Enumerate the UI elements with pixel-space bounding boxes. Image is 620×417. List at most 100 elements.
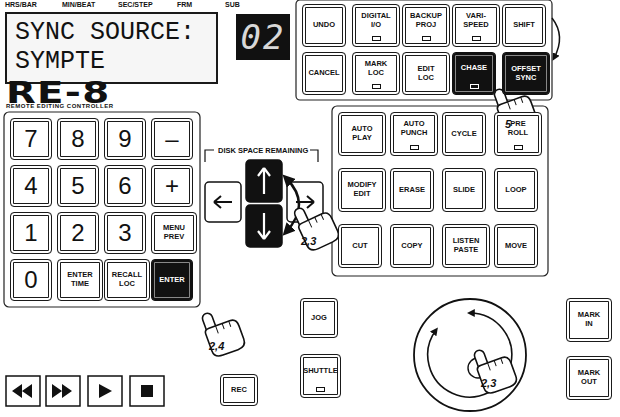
button-label: RECALL LOC: [105, 271, 149, 288]
button-label: EDIT LOC: [403, 65, 449, 82]
button-label: SHUTTLE: [303, 367, 338, 376]
button-label: CANCEL: [308, 69, 339, 78]
header-label: MIN/BEAT: [62, 1, 95, 8]
shuttle-button: SHUTTLE: [300, 354, 341, 398]
keypad-key: 0: [10, 259, 52, 301]
edit-button: COPY: [390, 224, 434, 268]
button-label: LISTEN PASTE: [443, 237, 489, 254]
callout-number: 2,3: [301, 236, 316, 247]
header-label: SUB: [225, 1, 240, 8]
edit-button: CUT: [338, 224, 382, 268]
button-label: 4: [24, 172, 37, 200]
button-label: 9: [118, 125, 131, 153]
button-label: JOG: [311, 314, 327, 323]
led-indicator: [372, 84, 381, 89]
led-indicator: [410, 145, 419, 150]
button-label: REC: [231, 386, 247, 395]
button-label: SHIFT: [513, 21, 535, 30]
led-indicator: [472, 36, 481, 41]
button-label: DIGITAL I/O: [353, 12, 399, 29]
function-button: CANCEL: [302, 52, 346, 95]
button-label: ERASE: [399, 186, 425, 195]
keypad-key: 9: [104, 118, 146, 160]
button-label: UNDO: [313, 21, 335, 30]
keypad-key: +: [151, 165, 193, 207]
edit-button: SLIDE: [442, 168, 486, 212]
button-label: PRE ROLL: [495, 120, 541, 137]
led-indicator: [372, 36, 381, 41]
header-label: HRS/BAR: [5, 1, 37, 8]
function-button: OFFSET SYNC: [502, 52, 550, 95]
edit-button: LOOP: [494, 168, 538, 212]
button-label: SLIDE: [453, 186, 475, 195]
function-button: MARK LOC: [352, 52, 400, 95]
lcd-display: SYNC SOURCE: SYMPTE: [5, 12, 218, 84]
record-button: REC: [220, 374, 258, 406]
button-label: 2: [71, 219, 84, 247]
led-indicator: [422, 36, 431, 41]
keypad-key: 2: [57, 212, 99, 254]
edit-button: MOVE: [494, 224, 538, 268]
function-button: CHASE: [452, 52, 496, 95]
header-label: SEC/STEP: [118, 1, 153, 8]
button-label: ENTER: [159, 276, 184, 285]
callout-number: 5: [505, 119, 511, 130]
button-label: AUTO PUNCH: [391, 120, 437, 137]
edit-button: ERASE: [390, 168, 434, 212]
button-label: AUTO PLAY: [339, 125, 385, 142]
button-label: 8: [71, 125, 84, 153]
button-label: MARK LOC: [353, 60, 399, 77]
button-label: MOVE: [505, 242, 527, 251]
function-button: DIGITAL I/O: [352, 4, 400, 47]
edit-button: LISTEN PASTE: [442, 224, 490, 268]
keypad-key: 1: [10, 212, 52, 254]
keypad-key: 6: [104, 165, 146, 207]
keypad-key: 3: [104, 212, 146, 254]
keypad-key: RECALL LOC: [104, 259, 150, 301]
button-label: CHASE: [461, 64, 487, 73]
edit-button: CYCLE: [442, 112, 486, 156]
function-button: UNDO: [302, 4, 346, 47]
button-label: 0: [24, 266, 37, 294]
button-label: 5: [71, 172, 84, 200]
edit-button: AUTO PUNCH: [390, 112, 438, 156]
keypad-key: ENTER TIME: [57, 259, 103, 301]
button-label: CUT: [352, 242, 367, 251]
button-label: MENU PREV: [152, 224, 196, 241]
edit-button: MODIFY EDIT: [338, 168, 386, 212]
button-label: 3: [118, 219, 131, 247]
segment-display: 02: [236, 14, 290, 60]
function-button: VARI- SPEED: [452, 4, 500, 47]
button-label: SYNC SOURCE: SYMPTE: [15, 19, 208, 77]
button-label: VARI- SPEED: [453, 12, 499, 29]
mark-button: MARK IN: [566, 298, 612, 342]
button-label: COPY: [401, 242, 422, 251]
section-label: DISK SPACE REMAINING: [216, 146, 310, 155]
header-label: FRM: [177, 1, 192, 8]
button-label: ENTER TIME: [58, 271, 102, 288]
button-label: OFFSET SYNC: [503, 65, 549, 82]
button-label: MODIFY EDIT: [339, 181, 385, 198]
product-subtitle: REMOTE EDITING CONTROLLER: [6, 103, 114, 109]
keypad-key: ENTER: [151, 259, 193, 301]
led-indicator: [470, 84, 479, 89]
button-label: –: [165, 125, 178, 153]
function-button: BACKUP PROJ: [402, 4, 450, 47]
button-label: 7: [24, 125, 37, 153]
keypad-key: 8: [57, 118, 99, 160]
jog-button: JOG: [300, 298, 338, 338]
button-label: MARK IN: [567, 311, 611, 328]
function-button: SHIFT: [502, 4, 546, 47]
callout-number: 2,4: [209, 341, 224, 352]
led-indicator: [514, 145, 523, 150]
edit-button: AUTO PLAY: [338, 112, 386, 156]
keypad-key: MENU PREV: [151, 212, 197, 254]
mark-button: MARK OUT: [566, 356, 612, 400]
edit-button: PRE ROLL: [494, 112, 542, 156]
keypad-key: 4: [10, 165, 52, 207]
function-button: EDIT LOC: [402, 52, 450, 95]
button-label: 6: [118, 172, 131, 200]
callout-number: 2,3: [481, 378, 496, 389]
keypad-key: –: [151, 118, 193, 160]
